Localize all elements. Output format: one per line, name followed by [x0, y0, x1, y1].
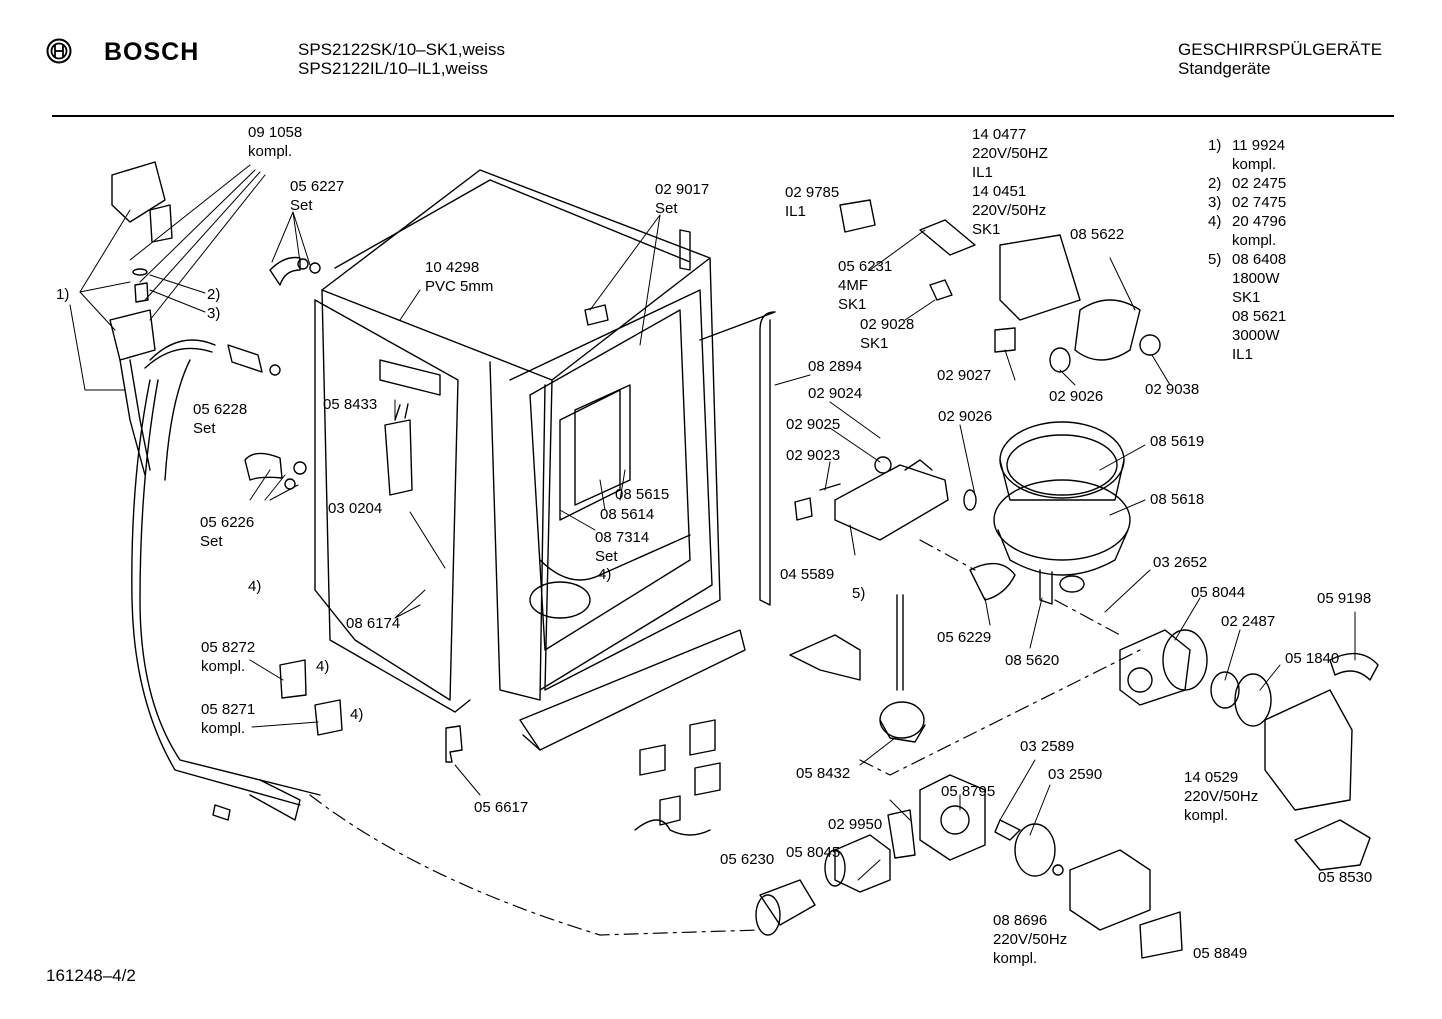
footnote-value: 3000W — [1232, 327, 1280, 344]
footnote-key — [1208, 288, 1232, 307]
pressure-switch — [789, 594, 926, 743]
footnote-row: SK1 — [1208, 288, 1286, 307]
footnote-row: 3) 02 7475 — [1208, 193, 1286, 212]
dashed-connections — [309, 539, 1141, 936]
footnote-value: 08 6408 — [1232, 251, 1287, 268]
water-softener-valve — [794, 456, 949, 541]
footnote-row: 1800W — [1208, 269, 1286, 288]
leader-lines — [249, 211, 1356, 881]
footnote-value: 02 2475 — [1232, 175, 1287, 192]
upper-right-parts — [839, 199, 1161, 373]
wiring-connectors — [634, 719, 721, 836]
footnote-value: kompl. — [1232, 232, 1277, 249]
footnote-value: 11 9924 — [1232, 137, 1286, 154]
bosch-logo-icon — [46, 38, 72, 64]
footnote-value: kompl. — [1232, 156, 1277, 173]
model-line-2: SPS2122IL/10–IL1,weiss — [298, 59, 488, 78]
footnote-key — [1208, 326, 1232, 345]
footnote-row: 08 5621 — [1208, 307, 1286, 326]
footnote-key: 2) — [1208, 175, 1222, 192]
footnote-key: 5) — [1208, 251, 1222, 268]
drain-pump — [755, 774, 1183, 959]
sump-assembly — [963, 421, 1131, 605]
dishwasher-cabinet — [314, 169, 776, 751]
footnote-row: 3000W — [1208, 326, 1286, 345]
footnote-value: IL1 — [1232, 346, 1253, 363]
footnote-key: 1) — [1208, 137, 1222, 154]
footnote-row: 1) 11 9924 — [1208, 136, 1286, 155]
footnote-row: 2) 02 2475 — [1208, 174, 1286, 193]
inlet-valve — [109, 161, 216, 476]
brand-name: BOSCH — [104, 38, 200, 66]
footnote-value: 08 5621 — [1232, 308, 1287, 325]
footnote-value: 02 7475 — [1232, 194, 1287, 211]
footnote-key — [1208, 231, 1232, 250]
footnote-key — [1208, 269, 1232, 288]
footnote-row: kompl. — [1208, 155, 1286, 174]
footnote-key: 4) — [1208, 213, 1222, 230]
footnote-value: SK1 — [1232, 289, 1261, 306]
category-title: GESCHIRRSPÜLGERÄTE — [1178, 40, 1383, 59]
header-divider — [52, 115, 1394, 117]
footnote-key — [1208, 307, 1232, 326]
model-line-1: SPS2122SK/10–SK1,weiss — [298, 40, 505, 59]
footnote-value: 20 4796 — [1232, 213, 1287, 230]
footnote-key — [1208, 155, 1232, 174]
leader-lines-1 — [69, 164, 266, 391]
left-small-parts — [227, 256, 463, 763]
document-number: 161248–4/2 — [46, 966, 136, 985]
footnote-key: 3) — [1208, 194, 1222, 211]
footnote-value: 1800W — [1232, 270, 1280, 287]
footnote-row: 5) 08 6408 — [1208, 250, 1286, 269]
category-subtitle: Standgeräte — [1178, 59, 1271, 78]
footnote-row: kompl. — [1208, 231, 1286, 250]
footnotes-list: 1) 11 9924 kompl. 2) 02 2475 3) 02 7475 4) 20 47… — [1208, 136, 1286, 364]
circulation-pump — [1119, 629, 1379, 871]
footnote-row: 4) 20 4796 — [1208, 212, 1286, 231]
footnote-key — [1208, 345, 1232, 364]
footnote-row: IL1 — [1208, 345, 1286, 364]
hoses — [131, 359, 321, 821]
